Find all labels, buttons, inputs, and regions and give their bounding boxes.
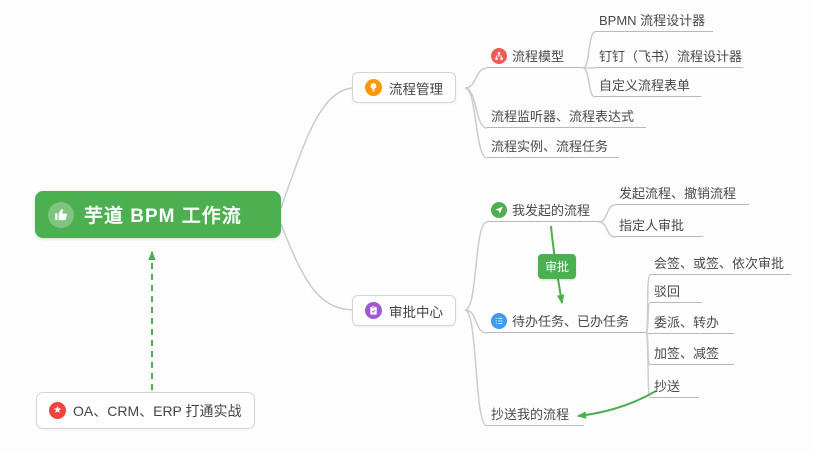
node-delegate-transfer-label: 委派、转办	[654, 315, 720, 330]
node-add-remove-sign[interactable]: 加签、减签	[650, 344, 734, 365]
node-countersign[interactable]: 会签、或签、依次审批	[650, 254, 791, 275]
node-initiate-cancel-label: 发起流程、撤销流程	[619, 186, 737, 201]
paper-plane-icon	[491, 201, 507, 218]
edge-root-approval-center	[280, 223, 353, 311]
node-oa-crm-erp[interactable]: ★ OA、CRM、ERP 打通实战	[36, 392, 255, 429]
checklist-icon	[491, 312, 507, 329]
node-cc[interactable]: 抄送	[650, 377, 699, 398]
node-todo-done[interactable]: 待办任务、已办任务	[487, 312, 646, 333]
node-bpmn-designer-label: BPMN 流程设计器	[599, 13, 706, 28]
node-designated-approver-label: 指定人审批	[619, 218, 685, 233]
node-reject-label: 驳回	[654, 284, 681, 299]
node-reject[interactable]: 驳回	[650, 282, 702, 303]
edge-model-custom-form	[582, 67, 596, 98]
edge-root-process-mgmt	[280, 87, 353, 209]
model-icon	[491, 47, 507, 64]
edge-approval-my-initiated	[464, 221, 488, 311]
node-cc-my-process[interactable]: 抄送我的流程	[487, 405, 584, 426]
node-process-mgmt-label: 流程管理	[389, 81, 443, 97]
node-dingtalk-designer[interactable]: 钉钉（飞书）流程设计器	[595, 47, 743, 68]
edge-approval-cc-my-process	[464, 309, 488, 427]
edge-model-bpmn	[582, 31, 596, 69]
edge-process-mgmt-listener	[464, 87, 488, 129]
root-node[interactable]: 芋道 BPM 工作流	[35, 191, 281, 238]
node-countersign-label: 会签、或签、依次审批	[654, 256, 785, 271]
node-add-remove-sign-label: 加签、减签	[654, 346, 720, 361]
edge-process-mgmt-instance	[464, 87, 488, 159]
node-approval-center-label: 审批中心	[389, 304, 443, 320]
node-dingtalk-designer-label: 钉钉（飞书）流程设计器	[599, 49, 743, 64]
edge-my-initiated-initiate-cancel	[598, 204, 616, 223]
node-instance-task[interactable]: 流程实例、流程任务	[487, 137, 619, 158]
edge-process-mgmt-model	[464, 67, 488, 89]
edge-approval-todo-done	[464, 309, 488, 334]
node-custom-form-label: 自定义流程表单	[599, 78, 691, 93]
node-custom-form[interactable]: 自定义流程表单	[595, 76, 701, 97]
node-instance-task-label: 流程实例、流程任务	[491, 139, 609, 154]
root-label: 芋道 BPM 工作流	[84, 206, 242, 227]
arrow-cc-to-cc-my-process	[576, 390, 657, 419]
node-listener-expression[interactable]: 流程监听器、流程表达式	[487, 107, 646, 128]
node-my-initiated[interactable]: 我发起的流程	[487, 201, 599, 222]
edge-my-initiated-designated	[598, 221, 616, 238]
node-cc-label: 抄送	[654, 379, 681, 394]
star-icon: ★	[49, 402, 66, 419]
node-todo-done-label: 待办任务、已办任务	[512, 314, 630, 329]
node-process-model[interactable]: 流程模型	[487, 47, 583, 68]
node-process-model-label: 流程模型	[512, 49, 565, 64]
node-designated-approver[interactable]: 指定人审批	[615, 216, 703, 237]
clipboard-icon	[365, 302, 382, 319]
node-bpmn-designer[interactable]: BPMN 流程设计器	[595, 11, 713, 32]
node-oa-crm-erp-label: OA、CRM、ERP 打通实战	[73, 402, 242, 419]
approval-edge-badge: 审批	[538, 254, 577, 279]
node-initiate-cancel[interactable]: 发起流程、撤销流程	[615, 184, 749, 205]
node-listener-expression-label: 流程监听器、流程表达式	[491, 109, 635, 124]
node-my-initiated-label: 我发起的流程	[512, 203, 591, 218]
thumbs-up-icon	[48, 201, 74, 228]
node-process-mgmt[interactable]: 流程管理	[352, 72, 456, 103]
node-approval-center[interactable]: 审批中心	[352, 295, 456, 326]
bulb-icon	[365, 79, 382, 96]
node-cc-my-process-label: 抄送我的流程	[491, 407, 570, 422]
node-delegate-transfer[interactable]: 委派、转办	[650, 313, 734, 334]
